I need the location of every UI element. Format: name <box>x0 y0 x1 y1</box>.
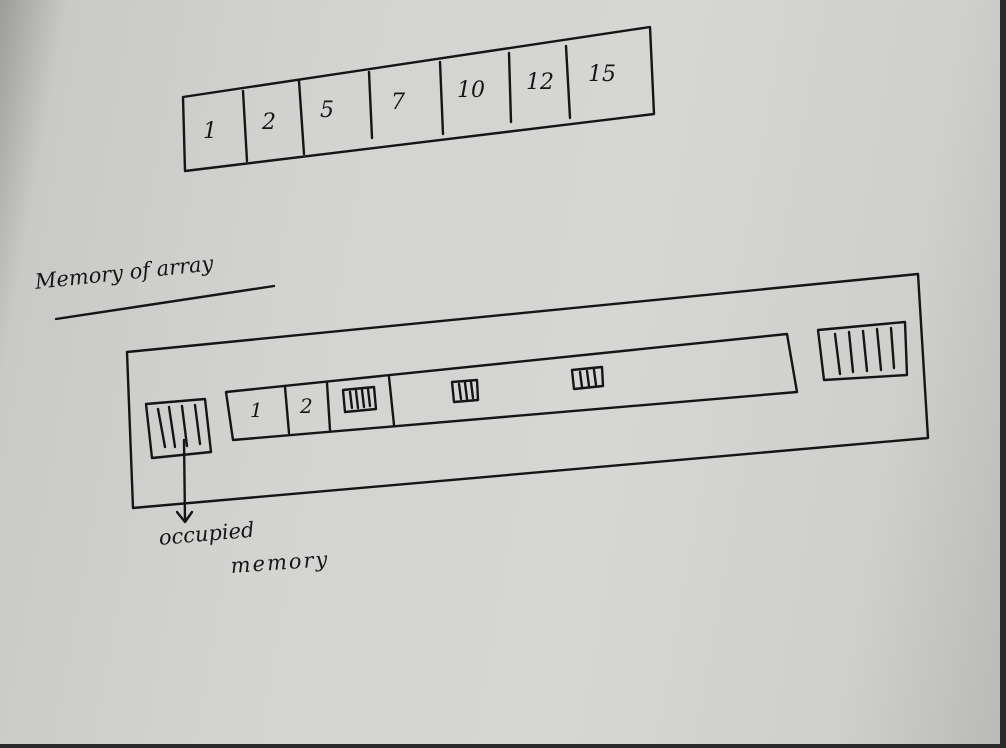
memory-value: 1 <box>250 398 263 422</box>
array-value: 5 <box>320 98 334 123</box>
region-divider-2 <box>325 381 332 432</box>
array-value: 1 <box>203 119 217 144</box>
hatched-cell-1 <box>341 385 378 414</box>
memory-outline <box>125 272 930 510</box>
array-divider-2 <box>297 79 306 156</box>
array-value: 7 <box>391 90 405 115</box>
array-divider-4 <box>438 60 445 136</box>
occupied-arrow-head <box>175 510 194 524</box>
region-divider-3 <box>387 375 396 427</box>
array-strip <box>181 25 656 173</box>
screen-edge-right <box>1000 0 1006 748</box>
array-divider-6 <box>564 44 572 120</box>
array-value: 15 <box>588 62 616 87</box>
array-divider-5 <box>507 51 513 124</box>
title-underline <box>54 284 276 321</box>
array-outline <box>181 25 656 173</box>
array-value: 2 <box>262 110 276 135</box>
screen-edge-bottom <box>0 744 1006 748</box>
occupied-arrow-shaft <box>182 438 187 522</box>
array-value: 10 <box>457 78 485 103</box>
array-divider-3 <box>367 70 374 140</box>
array-value: 12 <box>526 70 554 95</box>
hatched-cell-2 <box>450 378 480 404</box>
occupied-block-left <box>144 397 213 460</box>
array-divider-1 <box>241 89 249 163</box>
occupied-block-right <box>816 320 909 382</box>
hatched-cell-3 <box>570 365 605 391</box>
array-region-outline <box>224 332 799 442</box>
region-divider-1 <box>283 385 291 435</box>
memory-value: 2 <box>300 394 313 418</box>
memory-block <box>125 272 930 524</box>
